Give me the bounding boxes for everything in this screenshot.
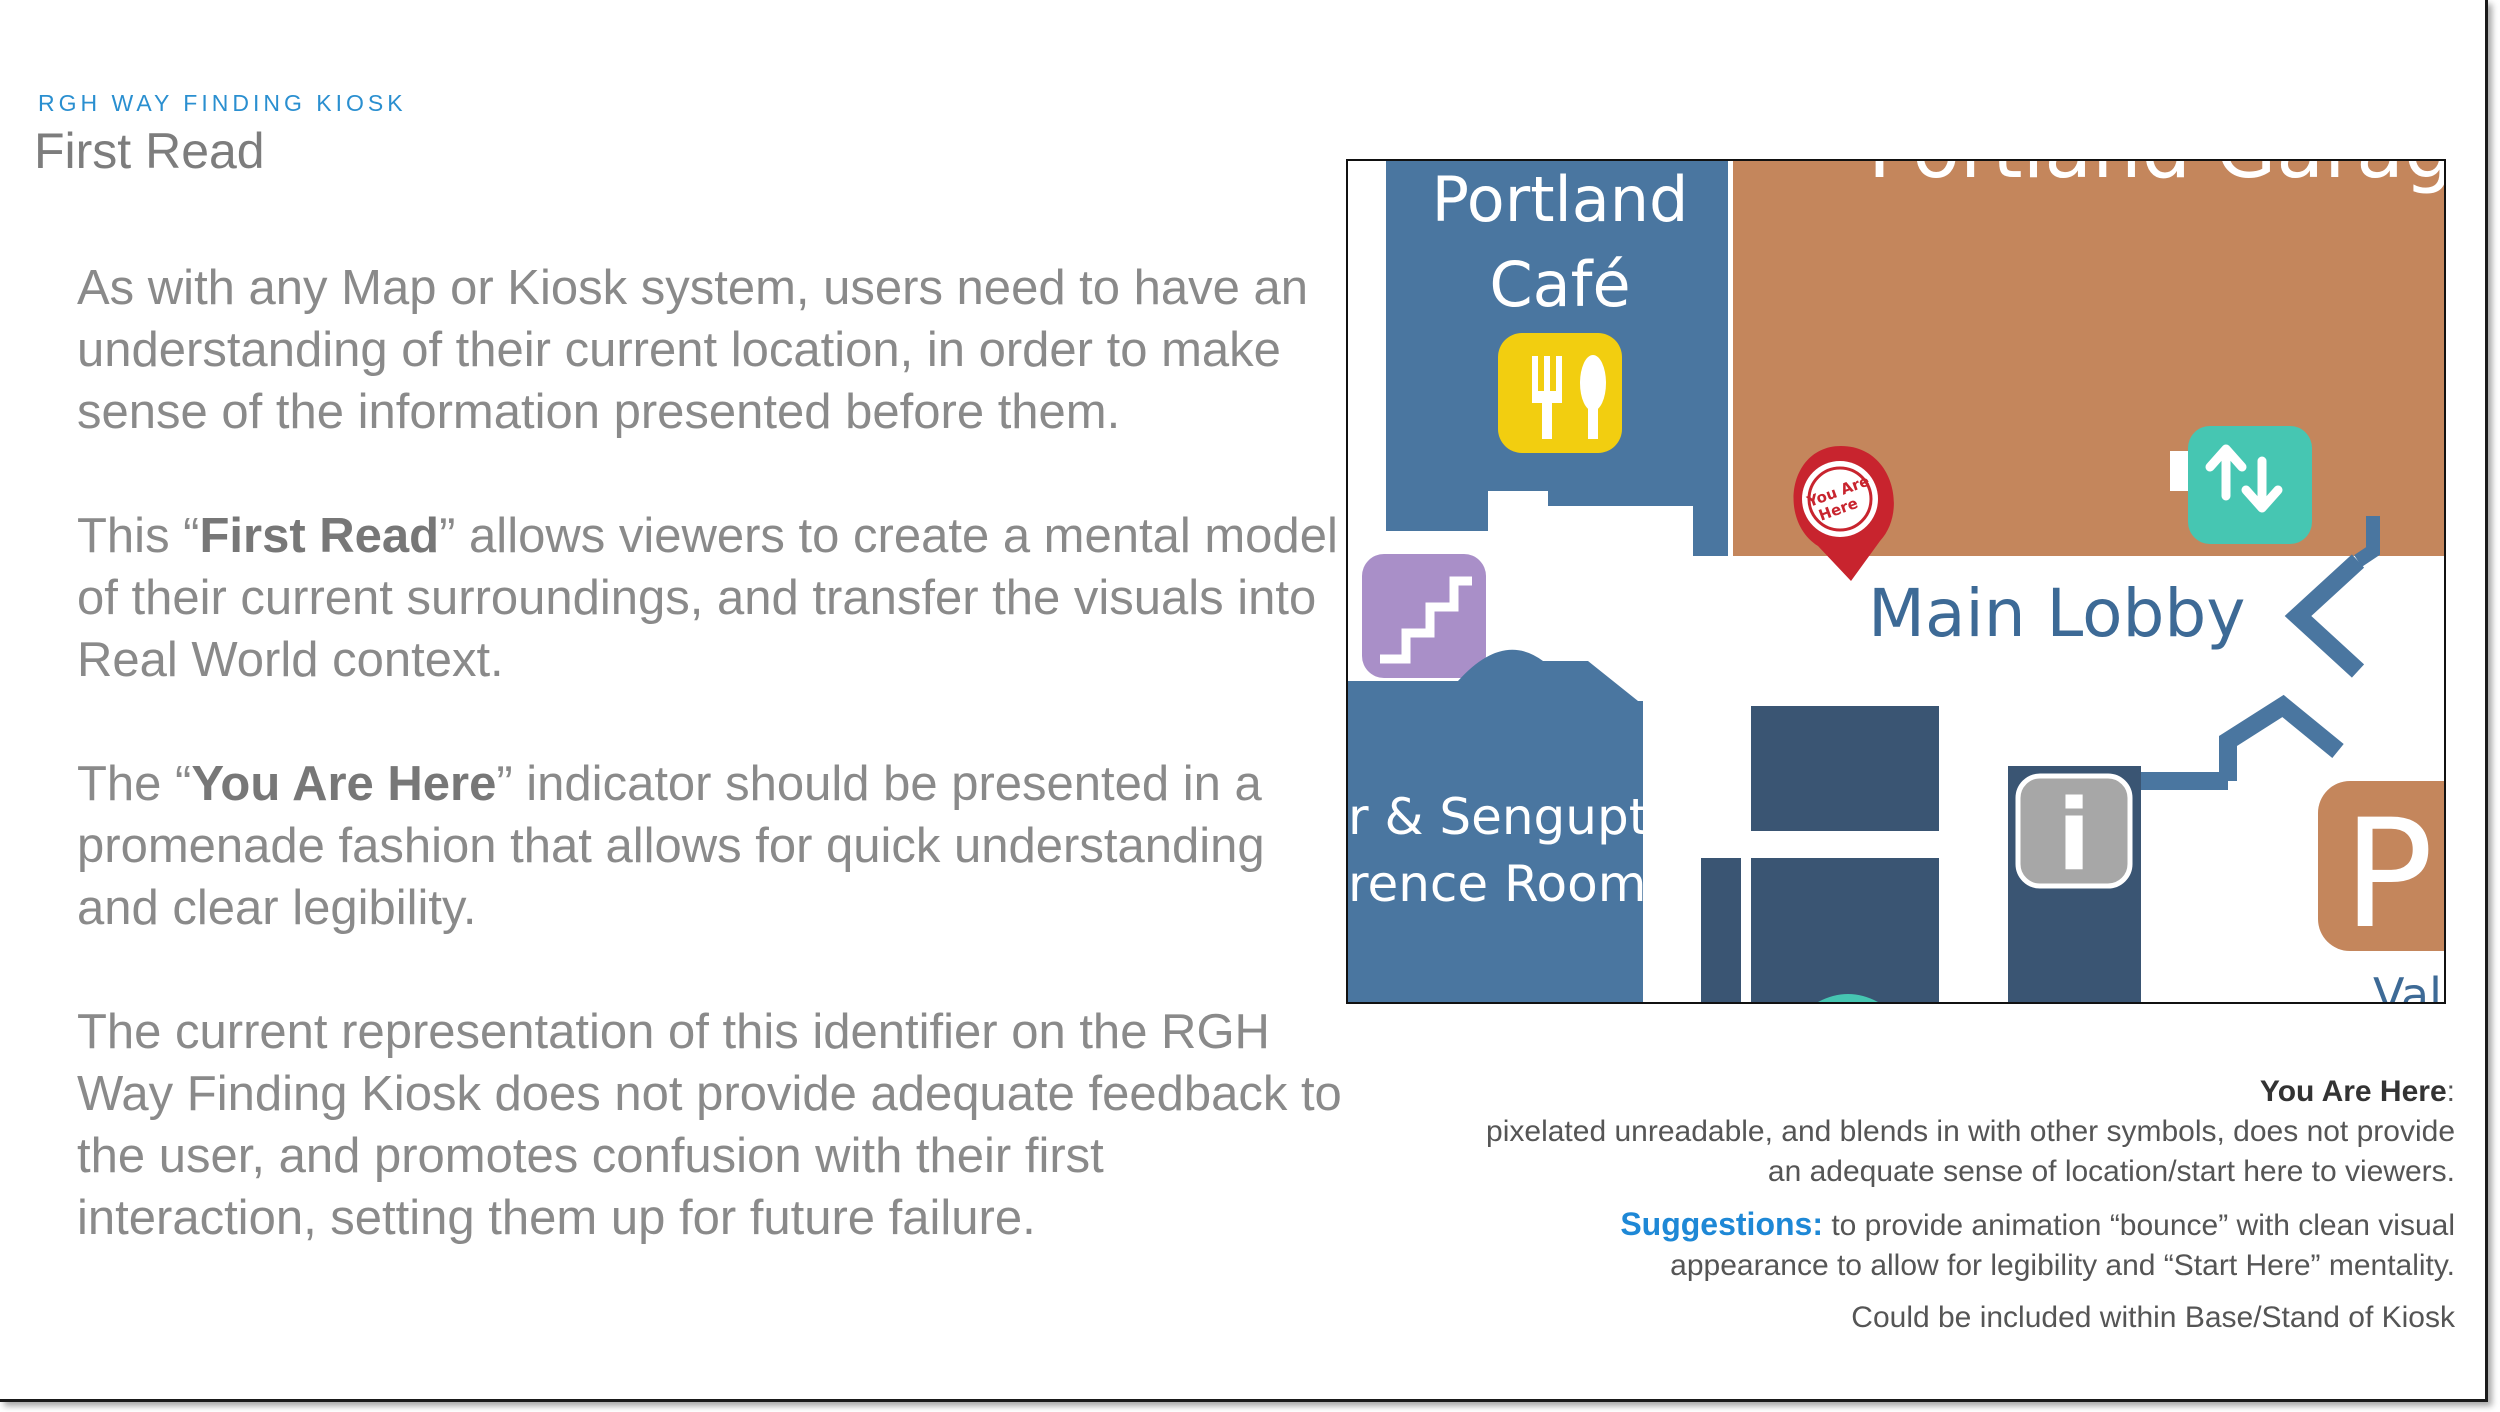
notes-heading-colon: : — [2446, 1075, 2455, 1108]
paragraph-2-post: ” allows viewers to create a mental mode… — [77, 509, 1338, 687]
you-are-here-pin-icon: You Are Here — [1793, 446, 1894, 581]
paragraph-2-bold: First Read — [199, 509, 440, 563]
conference-label-line2: rence Rooms — [1348, 855, 1673, 913]
parking-letter: P — [2343, 788, 2433, 962]
notes-suggestions: Suggestions: to provide animation “bounc… — [1455, 1204, 2455, 1286]
paragraph-4: The current representation of this ident… — [77, 1005, 1342, 1245]
notes-you-are-here: You Are Here: pixelated unreadable, and … — [1455, 1072, 2455, 1192]
paragraph-3: The “You Are Here” indicator should be p… — [77, 753, 1347, 939]
notes-heading: You Are Here — [2259, 1075, 2447, 1108]
suggestions-label: Suggestions: — [1620, 1206, 1823, 1242]
conference-label-line1: r & Sengupta — [1348, 788, 1679, 846]
garage-label: Portland Garage — [1868, 161, 2444, 196]
page-title: First Read — [34, 123, 265, 179]
lobby-wall — [2284, 554, 2365, 678]
conference-area — [1348, 649, 1643, 1002]
stairs-icon — [1348, 554, 1486, 678]
elevator-icon — [2170, 426, 2312, 544]
paragraph-3-bold: You Are Here — [191, 757, 497, 811]
notes-extra: Could be included within Base/Stand of K… — [1851, 1301, 2455, 1334]
paragraph-3-pre: The “ — [77, 757, 192, 811]
room-block-1 — [1751, 706, 1939, 831]
paragraph-2-pre: This “ — [77, 509, 200, 563]
notes-block: You Are Here: pixelated unreadable, and … — [1455, 1072, 2455, 1338]
paragraph-1: As with any Map or Kiosk system, users n… — [77, 261, 1309, 439]
lobby-label: Main Lobby — [1868, 575, 2245, 652]
valet-label: Vale — [2373, 968, 2444, 1002]
notes-description: pixelated unreadable, and blends in with… — [1486, 1115, 2455, 1188]
eyebrow-label: RGH WAY FINDING KIOSK — [38, 90, 407, 116]
cafe-label-line1: Portland — [1432, 163, 1689, 236]
restaurant-icon — [1498, 333, 1622, 453]
room-block-3 — [1701, 858, 1741, 1002]
info-icon: i — [2015, 773, 2133, 893]
parking-icon: P — [2318, 781, 2444, 962]
info-letter: i — [2057, 779, 2091, 893]
map-svg: Portland Garage Portland Café — [1348, 161, 2444, 1002]
suggestions-text: to provide animation “bounce” with clean… — [1670, 1209, 2455, 1282]
room-block-2 — [1751, 858, 1939, 1002]
lobby-wall-right — [2354, 516, 2380, 567]
body-text: As with any Map or Kiosk system, users n… — [77, 257, 1347, 1311]
map-screenshot: Portland Garage Portland Café — [1346, 159, 2446, 1004]
lobby-corridor — [2219, 694, 2344, 781]
paragraph-3-post: ” indicator should be presented in a pro… — [77, 757, 1265, 935]
paragraph-2: This “First Read” allows viewers to crea… — [77, 505, 1347, 691]
teal-edge — [1818, 994, 1878, 1002]
cafe-label-line2: Café — [1489, 248, 1630, 321]
